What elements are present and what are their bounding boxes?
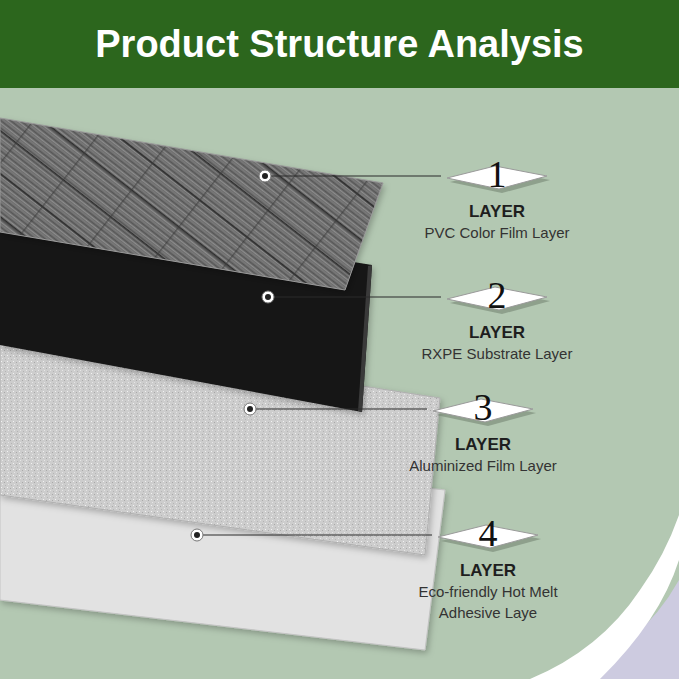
wood-planks [0, 118, 383, 290]
layer-heading: LAYER [377, 323, 617, 343]
leader-dot [191, 529, 203, 541]
leader-dot [262, 291, 274, 303]
layer-callout: 4LAYEREco-friendly Hot Melt Adhesive Lay… [399, 505, 577, 623]
callout-number: 2 [377, 267, 617, 323]
leader-line [268, 296, 441, 297]
layer-description: RXPE Substrate Layer [377, 343, 617, 364]
layer-description: Eco-friendly Hot Melt Adhesive Laye [399, 581, 577, 623]
callout-number: 1 [377, 146, 617, 202]
layer-callout: 1LAYERPVC Color Film Layer [377, 146, 617, 243]
layer-heading: LAYER [363, 435, 603, 455]
layer-description: PVC Color Film Layer [377, 222, 617, 243]
leader-line [197, 534, 432, 535]
leader-dot [259, 170, 271, 182]
wood-film-edge [0, 118, 383, 290]
substrate-edge [358, 265, 372, 412]
leader-dot [244, 403, 256, 415]
wood-film-sheet [0, 118, 383, 290]
leader-line [250, 408, 427, 409]
callout-number: 3 [363, 379, 603, 435]
layer-callout: 2LAYERRXPE Substrate Layer [377, 267, 617, 364]
layer-callout: 3LAYERAluminized Film Layer [363, 379, 603, 476]
layer-description: Aluminized Film Layer [363, 455, 603, 476]
layer-heading: LAYER [399, 561, 577, 581]
callout-number: 4 [399, 505, 577, 561]
leader-line [265, 175, 441, 176]
page-title: Product Structure Analysis [95, 23, 584, 66]
title-area: Product Structure Analysis [0, 0, 679, 88]
layer-heading: LAYER [377, 202, 617, 222]
